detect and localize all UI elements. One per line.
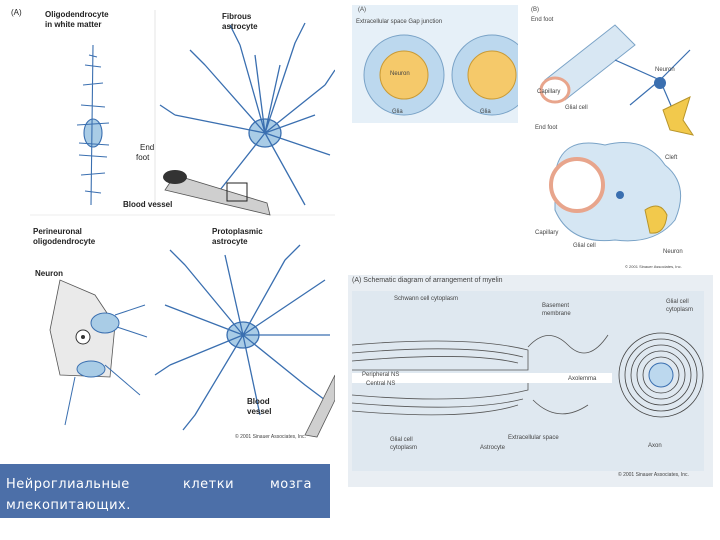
label-neuron-b: Neuron: [390, 71, 410, 77]
label-extracellular: Extracellular space: [508, 435, 559, 441]
caption-box: Нейроглиальные клетки мозга млекопитающи…: [0, 464, 330, 518]
protoplasmic-astrocyte-cell: [154, 244, 330, 431]
neuron-glia-sections: [363, 34, 518, 116]
label-extracellular-gap: Extracellular space Gap junction: [356, 19, 443, 25]
label-end-foot-1: End: [140, 143, 155, 152]
caption-word-2: клетки: [183, 477, 235, 492]
capillary-drawing: [539, 24, 695, 242]
label-perineuronal-1: Perineuronal: [33, 227, 82, 236]
label-cleft: Cleft: [665, 155, 678, 161]
label-glial-cyto-2: cytoplasm: [666, 307, 694, 313]
label-central-ns: Central NS: [366, 381, 396, 387]
caption-word-3: мозга: [270, 477, 312, 492]
label-schwann: Schwann cell cytoplasm: [394, 296, 459, 302]
fibrous-astrocyte-cell: [159, 22, 335, 206]
label-fibrous-2: astrocyte: [222, 22, 258, 31]
glial-cells-illustration: (A) Oligodendrocyte in white matter Fibr…: [5, 5, 335, 445]
label-glial-cell-cyto-2: cytoplasm: [390, 445, 418, 451]
caption-line-2: млекопитающих.: [6, 498, 131, 513]
extracellular-space-diagram: (A) Extracellular space Gap junction Neu…: [352, 5, 518, 123]
label-glia-right: Glia: [480, 109, 491, 115]
label-astrocyte: Astrocyte: [480, 445, 506, 451]
label-protoplasmic-1: Protoplasmic: [212, 227, 263, 236]
myelin-arrangement-diagram: (A) Schematic diagram of arrangement of …: [348, 275, 713, 487]
label-basement-1: Basement: [542, 303, 570, 309]
panel-c-tag: (B): [531, 7, 539, 13]
label-end-foot-c2: End foot: [535, 125, 558, 131]
label-end-foot-c: End foot: [531, 17, 554, 23]
perineuronal-oligodendrocyte-cell: [49, 279, 148, 426]
label-axolemma: Axolemma: [568, 376, 597, 382]
label-peripheral-ns: Peripheral NS: [362, 372, 400, 378]
capillary-end-foot-diagram: (B) End foot Neuron Capillary Glial cell…: [525, 5, 710, 273]
label-blood-vessel-2a: Blood: [247, 397, 270, 406]
panel-c-copyright: © 2001 Sinauer Associates, Inc.: [625, 264, 682, 269]
caption-word-1: Нейроглиальные: [6, 477, 130, 492]
label-fibrous-1: Fibrous: [222, 12, 252, 21]
blood-vessel-top: [163, 170, 271, 216]
label-glial-cell-c2: Glial cell: [573, 243, 596, 249]
label-basement-2: membrane: [542, 311, 571, 317]
label-glial-cell-c: Glial cell: [565, 105, 588, 111]
label-neuron: Neuron: [35, 269, 63, 278]
label-neuron-c: Neuron: [655, 67, 675, 73]
oligodendrocyte-white-matter-cell: [76, 44, 110, 206]
label-perineuronal-2: oligodendrocyte: [33, 237, 96, 246]
label-oligodendrocyte-white-2: in white matter: [45, 20, 102, 29]
label-capillary-c2: Capillary: [535, 230, 559, 236]
panel-a-tag: (A): [11, 8, 22, 17]
panel-a-copyright: © 2001 Sinauer Associates, Inc.: [235, 434, 306, 440]
label-protoplasmic-2: astrocyte: [212, 237, 248, 246]
blood-vessel-bottom: [304, 374, 335, 438]
label-neuron-c2: Neuron: [663, 249, 683, 255]
label-glial-cell-cyto-1: Glial cell: [390, 437, 413, 443]
label-glial-cyto-1: Glial cell: [666, 299, 689, 305]
label-glia-left: Glia: [392, 109, 403, 115]
label-axon: Axon: [648, 443, 662, 449]
label-oligodendrocyte-white-1: Oligodendrocyte: [45, 10, 109, 19]
panel-b-tag: (A): [358, 7, 366, 13]
label-blood-vessel: Blood vessel: [123, 200, 173, 209]
label-end-foot-2: foot: [136, 153, 150, 162]
panel-d-title: (A) Schematic diagram of arrangement of …: [352, 277, 503, 284]
label-capillary-c: Capillary: [537, 89, 561, 95]
glial-cells-drawing: [27, 5, 335, 443]
myelin-drawing: [351, 291, 704, 471]
label-blood-vessel-2b: vessel: [247, 407, 272, 416]
panel-d-copyright: © 2001 Sinauer Associates, Inc.: [618, 472, 689, 478]
